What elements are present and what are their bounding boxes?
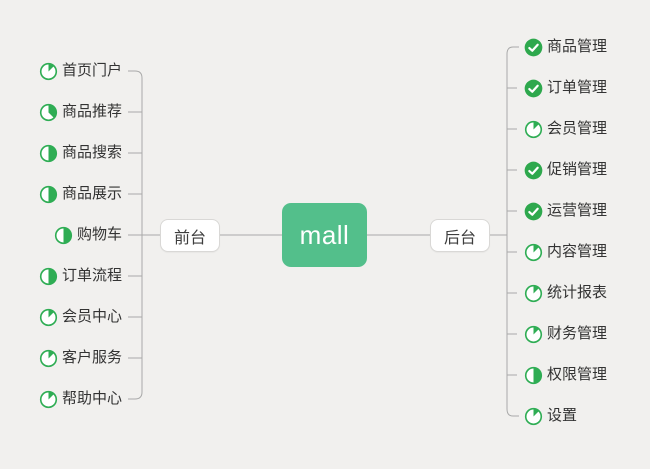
item-label: 订单管理: [547, 79, 608, 96]
progress-pie-icon: [524, 366, 543, 385]
branch-node-backend[interactable]: 后台: [430, 219, 490, 252]
item-label: 设置: [547, 407, 578, 424]
progress-pie-icon: [524, 243, 543, 262]
list-item-frontend-4[interactable]: 购物车: [54, 224, 122, 246]
item-label: 会员中心: [61, 308, 122, 325]
progress-pie-icon: [39, 185, 58, 204]
list-item-backend-7[interactable]: 财务管理: [524, 323, 607, 345]
progress-done-check-icon: [524, 161, 543, 180]
list-item-frontend-7[interactable]: 客户服务: [39, 347, 122, 369]
item-label: 商品搜索: [61, 144, 122, 161]
list-item-frontend-2[interactable]: 商品搜索: [39, 142, 122, 164]
item-label: 商品推荐: [61, 103, 122, 120]
progress-pie-icon: [39, 308, 58, 327]
root-node-mall[interactable]: mall: [282, 203, 367, 267]
list-item-backend-2[interactable]: 会员管理: [524, 118, 607, 140]
progress-pie-icon: [524, 325, 543, 344]
item-label: 权限管理: [547, 366, 608, 383]
item-label: 商品管理: [547, 38, 608, 55]
item-label: 促销管理: [547, 161, 608, 178]
list-item-frontend-5[interactable]: 订单流程: [39, 265, 122, 287]
progress-pie-icon: [39, 267, 58, 286]
item-label: 帮助中心: [61, 390, 122, 407]
list-item-frontend-6[interactable]: 会员中心: [39, 306, 122, 328]
list-item-backend-5[interactable]: 内容管理: [524, 241, 607, 263]
list-item-frontend-1[interactable]: 商品推荐: [39, 101, 122, 123]
list-item-backend-3[interactable]: 促销管理: [524, 159, 607, 181]
item-label: 运营管理: [547, 202, 608, 219]
progress-pie-icon: [39, 144, 58, 163]
progress-pie-icon: [39, 390, 58, 409]
progress-pie-icon: [524, 120, 543, 139]
progress-done-check-icon: [524, 79, 543, 98]
list-item-backend-4[interactable]: 运营管理: [524, 200, 607, 222]
list-item-backend-9[interactable]: 设置: [524, 405, 577, 427]
list-item-frontend-3[interactable]: 商品展示: [39, 183, 122, 205]
item-label: 客户服务: [61, 349, 122, 366]
progress-pie-icon: [39, 103, 58, 122]
list-item-frontend-0[interactable]: 首页门户: [39, 60, 122, 82]
list-item-frontend-8[interactable]: 帮助中心: [39, 388, 122, 410]
item-label: 首页门户: [61, 62, 122, 79]
progress-pie-icon: [39, 349, 58, 368]
list-item-backend-0[interactable]: 商品管理: [524, 36, 607, 58]
list-item-backend-1[interactable]: 订单管理: [524, 77, 607, 99]
branch-node-frontend[interactable]: 前台: [160, 219, 220, 252]
progress-pie-icon: [524, 284, 543, 303]
progress-pie-icon: [524, 407, 543, 426]
progress-done-check-icon: [524, 38, 543, 57]
item-label: 内容管理: [547, 243, 608, 260]
item-label: 购物车: [76, 226, 122, 243]
progress-done-check-icon: [524, 202, 543, 221]
list-item-backend-6[interactable]: 统计报表: [524, 282, 607, 304]
item-label: 商品展示: [61, 185, 122, 202]
item-label: 财务管理: [547, 325, 608, 342]
list-item-backend-8[interactable]: 权限管理: [524, 364, 607, 386]
item-label: 统计报表: [547, 284, 608, 301]
item-label: 订单流程: [61, 267, 122, 284]
progress-pie-icon: [54, 226, 73, 245]
item-label: 会员管理: [547, 120, 608, 137]
progress-pie-icon: [39, 62, 58, 81]
